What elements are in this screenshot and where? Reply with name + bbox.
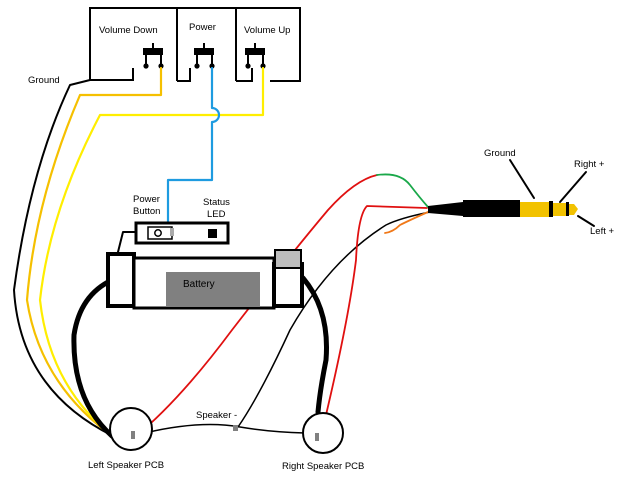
battery-label: Battery xyxy=(183,279,215,290)
volume-down-wire xyxy=(25,66,163,440)
green-wire xyxy=(376,173,429,208)
volume-down-label: Volume Down xyxy=(99,25,158,36)
right-plus-label: Right + xyxy=(574,159,605,170)
speaker-minus-wire xyxy=(144,423,306,434)
power-button-label-line1: Power xyxy=(133,194,160,205)
orange-wire xyxy=(384,211,429,234)
left-battery-cable xyxy=(71,277,115,439)
right-speaker-pcb xyxy=(302,412,344,454)
volume-up-switch xyxy=(245,43,266,69)
left-speaker-pcb xyxy=(109,407,153,451)
jack-ground-label: Ground xyxy=(484,148,516,159)
ground-left-label: Ground xyxy=(28,75,60,86)
left-plus-label: Left + xyxy=(590,226,615,237)
speaker-minus-label: Speaker - xyxy=(196,410,238,421)
power-button-ground xyxy=(117,231,137,253)
right-speaker-pcb-label: Right Speaker PCB xyxy=(282,461,365,472)
right-battery-cable xyxy=(300,275,329,415)
power-button-knob xyxy=(154,229,162,237)
jack-ground-wire xyxy=(237,211,431,428)
headphone-plug xyxy=(428,200,578,217)
button-box xyxy=(89,7,301,82)
status-led-label-line2: LED xyxy=(207,209,226,220)
volume-up-label: Volume Up xyxy=(244,25,291,36)
power-wire xyxy=(166,66,221,230)
power-button-label-line2: Button xyxy=(133,206,161,217)
battery-cell xyxy=(166,272,260,306)
ground-wire xyxy=(13,79,114,437)
battery-assembly xyxy=(106,249,304,310)
volume-down-switch xyxy=(143,43,164,69)
status-led xyxy=(208,229,217,238)
right-red-wire xyxy=(319,205,428,441)
power-switch xyxy=(194,43,215,69)
status-led-label-line1: Status xyxy=(203,197,230,208)
power-label: Power xyxy=(189,22,216,33)
volume-up-wire xyxy=(38,66,265,442)
power-button-module xyxy=(134,221,230,245)
left-speaker-pcb-label: Left Speaker PCB xyxy=(88,460,165,471)
